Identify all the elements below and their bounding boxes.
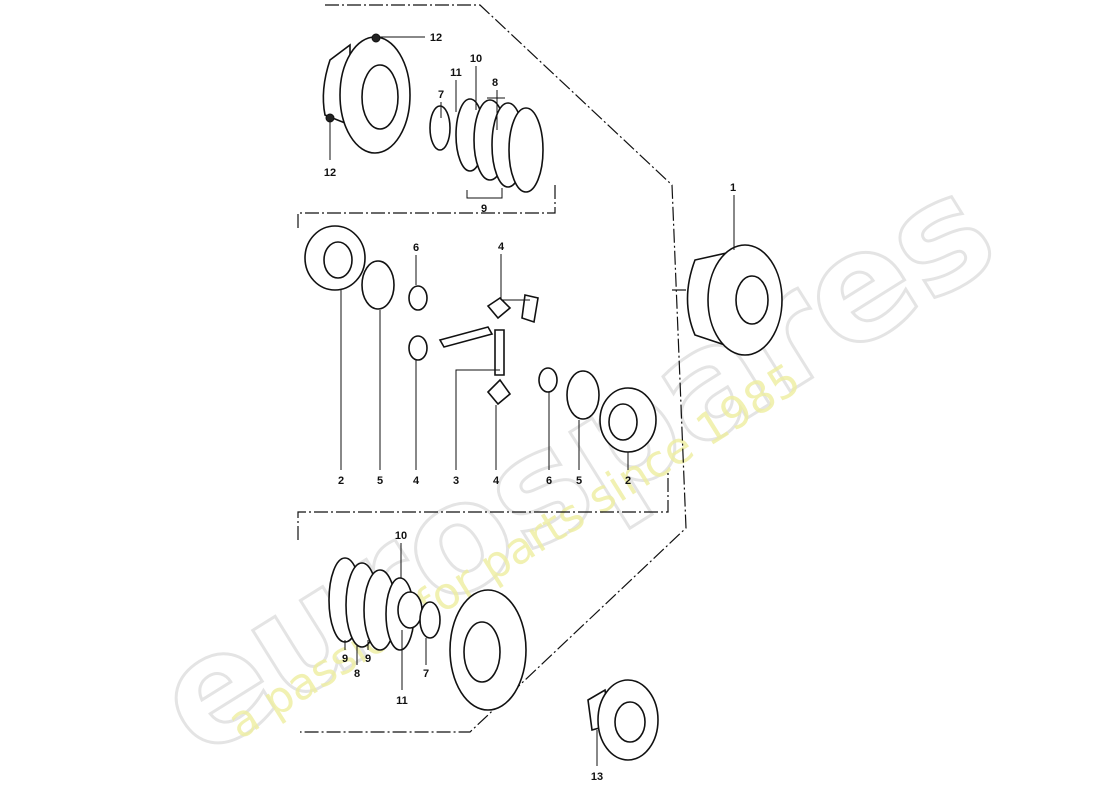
pressure-ring-left: [304, 225, 366, 291]
callout-3: 3: [453, 475, 459, 487]
lower-bracket: [297, 470, 669, 540]
cross-shaft: [438, 326, 505, 376]
callout-7: 7: [423, 668, 429, 680]
callout-8: 8: [492, 77, 498, 89]
callout-11: 11: [450, 67, 462, 79]
callout-9: 9: [481, 203, 487, 215]
pinion-gear-4b: [408, 335, 428, 361]
callout-8: 8: [354, 668, 360, 680]
leader-lines: [329, 36, 735, 766]
callout-2: 2: [338, 475, 344, 487]
callout-9: 9: [342, 653, 348, 665]
side-gear-left: [361, 260, 395, 310]
clutch-discs-bottom: [328, 557, 441, 651]
callout-1: 1: [730, 182, 736, 194]
side-gear-right: [566, 370, 600, 420]
pressure-ring-right: [599, 387, 657, 453]
pinion-gear-6b: [538, 367, 558, 393]
callout-5: 5: [576, 475, 582, 487]
watermark: eurospares a passion for parts since 198…: [125, 139, 1025, 792]
callout-5: 5: [377, 475, 383, 487]
housing-cover-bottom: [449, 589, 527, 711]
callout-6: 6: [546, 475, 552, 487]
callout-7: 7: [438, 89, 444, 101]
callout-11: 11: [396, 695, 408, 707]
pinion-gear-4a: [486, 294, 539, 324]
clutch-discs-top: [429, 98, 544, 193]
callout-2: 2: [625, 475, 631, 487]
callout-10: 10: [470, 53, 482, 65]
pinion-gear-4c: [486, 378, 512, 406]
upper-bracket: [297, 185, 556, 228]
housing-cover-top: [322, 33, 411, 154]
assembly-frame: [300, 4, 687, 733]
pinion-gear-6a: [408, 285, 428, 311]
callout-4: 4: [498, 241, 505, 253]
callout-12: 12: [324, 167, 336, 179]
differential-housing: [686, 244, 783, 356]
callout-labels: 12 12 7 11 10 8 9 1 6 4 2 5 4 3 4 6 5 2 …: [324, 32, 736, 783]
callout-9: 9: [365, 653, 371, 665]
callout-4: 4: [493, 475, 500, 487]
callout-12: 12: [430, 32, 442, 44]
callout-13: 13: [591, 771, 603, 783]
callout-6: 6: [413, 242, 419, 254]
callout-4: 4: [413, 475, 420, 487]
callout-10: 10: [395, 530, 407, 542]
drive-flange: [587, 679, 659, 761]
